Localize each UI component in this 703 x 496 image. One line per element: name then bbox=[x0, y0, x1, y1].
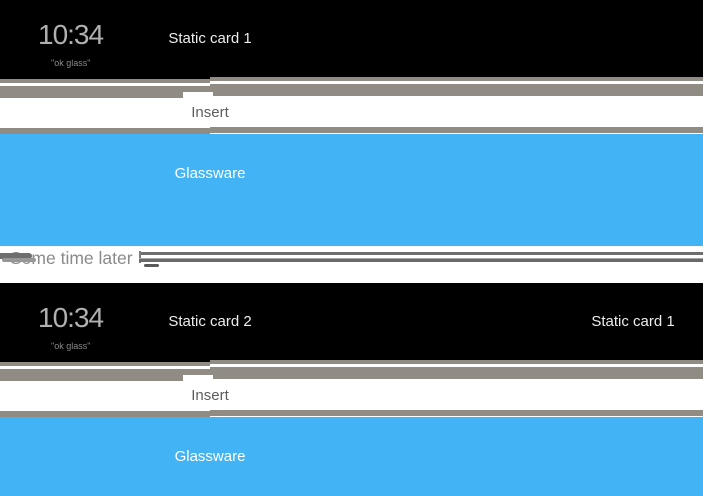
ok-glass-hotword: "ok glass" bbox=[51, 341, 91, 351]
timeline-state-before: 10:34 "ok glass" Static card 1 Insert Gl… bbox=[0, 0, 703, 247]
timeline-state-after: 10:34 "ok glass" Static card 2 Static ca… bbox=[0, 283, 703, 496]
glassware-label: Glassware bbox=[174, 448, 246, 465]
insert-slot-notch bbox=[183, 375, 213, 382]
insert-label: Insert bbox=[191, 104, 229, 121]
separator-squiggle bbox=[0, 253, 32, 259]
insert-label: Insert bbox=[191, 387, 229, 404]
timeline-strip-upper-left bbox=[0, 79, 210, 98]
pushed-static-card-label: Static card 1 bbox=[591, 313, 675, 330]
separator-squiggle bbox=[2, 258, 36, 262]
insert-row: Insert bbox=[0, 381, 703, 411]
timeline-strip-lower-left bbox=[0, 411, 210, 417]
separator-tick bbox=[139, 251, 141, 263]
timeline-strip-gap bbox=[210, 364, 703, 367]
static-card-label: Static card 2 bbox=[168, 313, 252, 330]
timeline-strip-band bbox=[0, 362, 210, 366]
separator-line bbox=[141, 252, 703, 255]
timeline-strip-lower-left bbox=[0, 128, 210, 134]
timeline-strip-band bbox=[210, 77, 703, 81]
timeline-strip-gap bbox=[210, 81, 703, 84]
insert-slot-notch bbox=[183, 92, 213, 99]
glassware-card: Glassware bbox=[0, 134, 703, 247]
timeline-strip-gap bbox=[0, 83, 210, 86]
static-card-label: Static card 1 bbox=[168, 30, 252, 47]
some-time-later-label: Some time later bbox=[10, 248, 133, 268]
timeline-strip-band bbox=[0, 369, 210, 381]
timeline-strip-band bbox=[0, 86, 210, 98]
clock-card: 10:34 "ok glass" Static card 2 Static ca… bbox=[0, 283, 703, 362]
clock-time: 10:34 bbox=[38, 19, 104, 50]
separator-dash bbox=[144, 264, 159, 267]
timeline-strip-lower-right bbox=[210, 127, 703, 133]
ok-glass-hotword: "ok glass" bbox=[51, 58, 91, 68]
separator-line bbox=[139, 258, 703, 262]
insert-row: Insert bbox=[0, 98, 703, 128]
clock-time: 10:34 bbox=[38, 302, 104, 333]
timeline-strip-upper-right bbox=[210, 77, 703, 96]
time-gap-separator: Some time later bbox=[0, 246, 703, 283]
timeline-strip-band bbox=[210, 367, 703, 379]
timeline-strip-upper-left bbox=[0, 362, 210, 381]
timeline-strip-gap bbox=[0, 366, 210, 369]
timeline-strip-lower-right bbox=[210, 410, 703, 416]
glassware-card: Glassware bbox=[0, 417, 703, 496]
timeline-strip-upper-right bbox=[210, 360, 703, 379]
timeline-strip-band bbox=[210, 84, 703, 96]
glassware-label: Glassware bbox=[174, 165, 246, 182]
timeline-strip-band bbox=[0, 79, 210, 83]
timeline-strip-band bbox=[210, 360, 703, 364]
clock-card: 10:34 "ok glass" Static card 1 bbox=[0, 0, 703, 79]
